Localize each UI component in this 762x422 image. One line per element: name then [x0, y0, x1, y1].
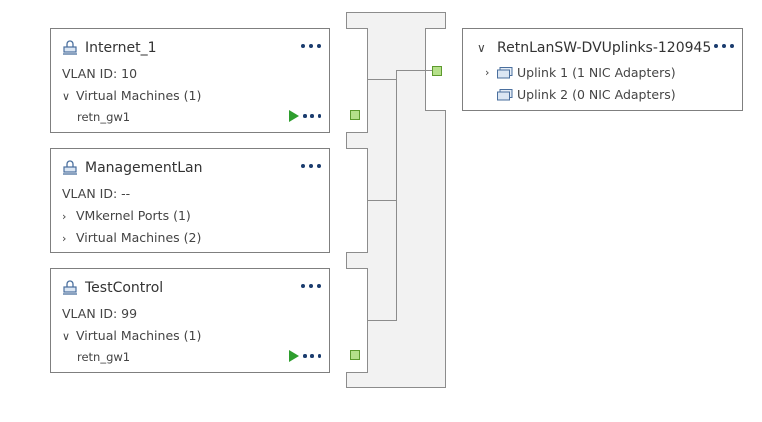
- chevron-down-icon: ∨: [62, 330, 71, 343]
- vm-more-actions-icon[interactable]: [303, 112, 321, 120]
- uplink-label: Uplink 2 (0 NIC Adapters): [517, 87, 676, 102]
- more-actions-icon[interactable]: [301, 41, 321, 51]
- more-actions-icon[interactable]: [301, 281, 321, 291]
- port-group-icon: [63, 280, 77, 295]
- port-group-connector: [346, 268, 368, 373]
- virtual-machines-toggle[interactable]: › Virtual Machines (2): [62, 230, 201, 245]
- vlan-id: VLAN ID: --: [62, 186, 131, 201]
- vm-name[interactable]: retn_gw1: [77, 110, 131, 124]
- port-group-connector: [346, 148, 368, 253]
- vmkernel-ports-toggle[interactable]: › VMkernel Ports (1): [62, 208, 191, 223]
- uplink-1[interactable]: › Uplink 1 (1 NIC Adapters): [485, 65, 676, 80]
- wire: [368, 200, 396, 201]
- uplink-label: Uplink 1 (1 NIC Adapters): [517, 65, 676, 80]
- chevron-right-icon: ›: [62, 232, 67, 245]
- chevron-right-icon[interactable]: ›: [485, 66, 490, 79]
- uplinks-title: RetnLanSW-DVUplinks-120945: [497, 40, 712, 56]
- vm-port-icon[interactable]: [350, 110, 360, 120]
- uplink-2[interactable]: Uplink 2 (0 NIC Adapters): [485, 87, 676, 102]
- wire: [368, 320, 396, 321]
- vm-more-actions-icon[interactable]: [303, 352, 321, 360]
- toggle-label: Virtual Machines (1): [76, 328, 202, 343]
- toggle-label: VMkernel Ports (1): [76, 208, 191, 223]
- port-group-name: TestControl: [85, 280, 164, 296]
- more-actions-icon[interactable]: [714, 41, 734, 51]
- chevron-right-icon: ›: [62, 210, 67, 223]
- uplinks-group[interactable]: ∨ RetnLanSW-DVUplinks-120945 › Uplink 1 …: [462, 28, 743, 111]
- port-group-internet-1[interactable]: Internet_1 VLAN ID: 10 ∨ Virtual Machines…: [50, 28, 330, 133]
- nic-icon: [497, 66, 513, 78]
- more-actions-icon[interactable]: [301, 161, 321, 171]
- port-group-name: Internet_1: [85, 40, 157, 56]
- virtual-machines-toggle[interactable]: ∨ Virtual Machines (1): [62, 88, 201, 103]
- toggle-label: Virtual Machines (1): [76, 88, 202, 103]
- powered-on-icon: [289, 350, 299, 362]
- wire: [368, 79, 396, 80]
- vlan-id: VLAN ID: 10: [62, 66, 138, 81]
- chevron-down-icon: ∨: [62, 90, 71, 103]
- port-group-managementlan[interactable]: ManagementLan VLAN ID: -- › VMkernel Port…: [50, 148, 330, 253]
- port-group-name: ManagementLan: [85, 160, 203, 176]
- vm-name[interactable]: retn_gw1: [77, 350, 131, 364]
- virtual-machines-toggle[interactable]: ∨ Virtual Machines (1): [62, 328, 201, 343]
- vm-port-icon[interactable]: [350, 350, 360, 360]
- wire: [396, 70, 432, 71]
- port-group-icon: [63, 40, 77, 55]
- chevron-down-icon[interactable]: ∨: [477, 41, 486, 55]
- toggle-label: Virtual Machines (2): [76, 230, 202, 245]
- nic-icon: [497, 88, 513, 100]
- powered-on-icon: [289, 110, 299, 122]
- port-group-testcontrol[interactable]: TestControl VLAN ID: 99 ∨ Virtual Machine…: [50, 268, 330, 373]
- uplink-port-icon[interactable]: [432, 66, 442, 76]
- vlan-id: VLAN ID: 99: [62, 306, 138, 321]
- wire: [396, 70, 397, 321]
- port-group-connector: [346, 28, 368, 133]
- port-group-icon: [63, 160, 77, 175]
